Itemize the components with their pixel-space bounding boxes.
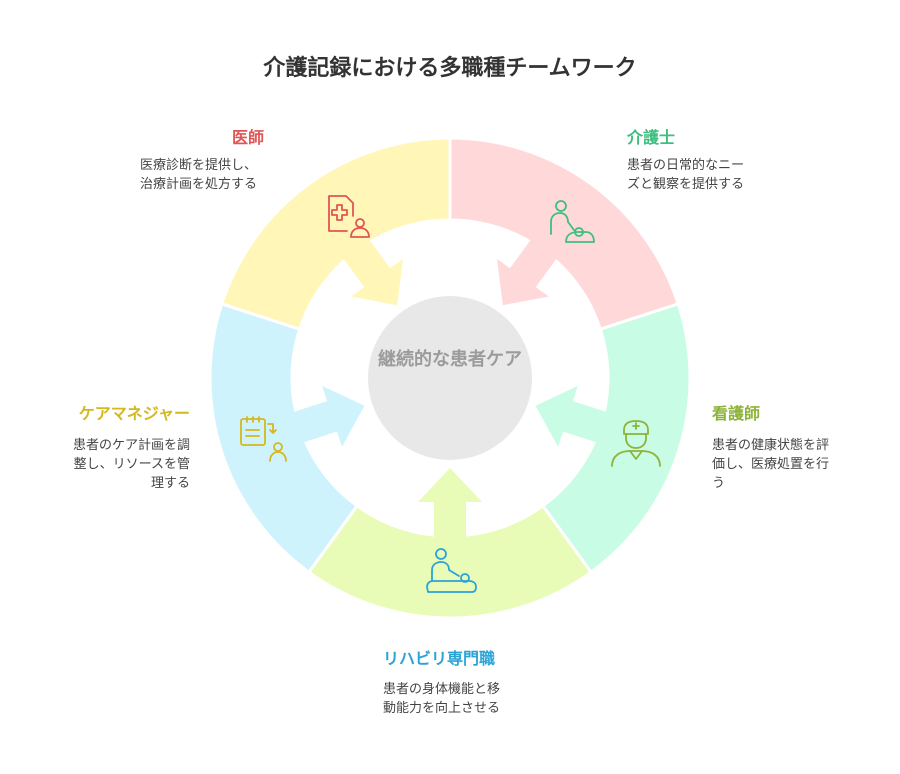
center-label: 継続的な患者ケア bbox=[378, 349, 522, 370]
nurse-icon bbox=[611, 420, 661, 467]
role-description-caregiver: 患者の日常的なニー ズと観察を提供する bbox=[627, 158, 745, 192]
page-title: 介護記録における多職種チームワーク bbox=[263, 56, 637, 81]
care-plan-icon bbox=[240, 416, 287, 462]
arrow-rehab bbox=[281, 385, 365, 447]
segment-rehab bbox=[208, 301, 360, 575]
role-title-nurse: 看護師 bbox=[712, 404, 761, 423]
role-description-care-manager: 患者のケア計画を調 整し、リソースを管 理する bbox=[72, 438, 190, 491]
arrow-caregiver bbox=[535, 385, 619, 447]
medical-chart-icon bbox=[328, 195, 370, 238]
therapy-icon bbox=[426, 548, 477, 593]
role-description-doctor: 医療診断を提供し、 治療計画を処方する bbox=[140, 158, 258, 192]
role-description-nurse: 患者の健康状態を評 価し、医療処置を行 う bbox=[712, 438, 830, 491]
role-title-doctor: 医師 bbox=[232, 128, 265, 147]
role-title-care-manager: ケアマネジャー bbox=[78, 404, 190, 423]
role-description-rehab: 患者の身体機能と移 動能力を向上させる bbox=[383, 682, 501, 716]
segment-caregiver bbox=[540, 301, 692, 575]
arrow-care_manager bbox=[335, 229, 404, 306]
arrow-nurse bbox=[418, 468, 482, 550]
segment-care_manager bbox=[219, 136, 452, 332]
arrow-doctor bbox=[496, 229, 565, 306]
role-title-caregiver: 介護士 bbox=[627, 128, 676, 147]
segment-nurse bbox=[306, 503, 594, 620]
role-title-rehab: リハビリ専門職 bbox=[383, 649, 496, 668]
center-circle bbox=[368, 296, 532, 460]
segment-doctor bbox=[448, 136, 681, 332]
caregiver-icon bbox=[550, 200, 595, 243]
